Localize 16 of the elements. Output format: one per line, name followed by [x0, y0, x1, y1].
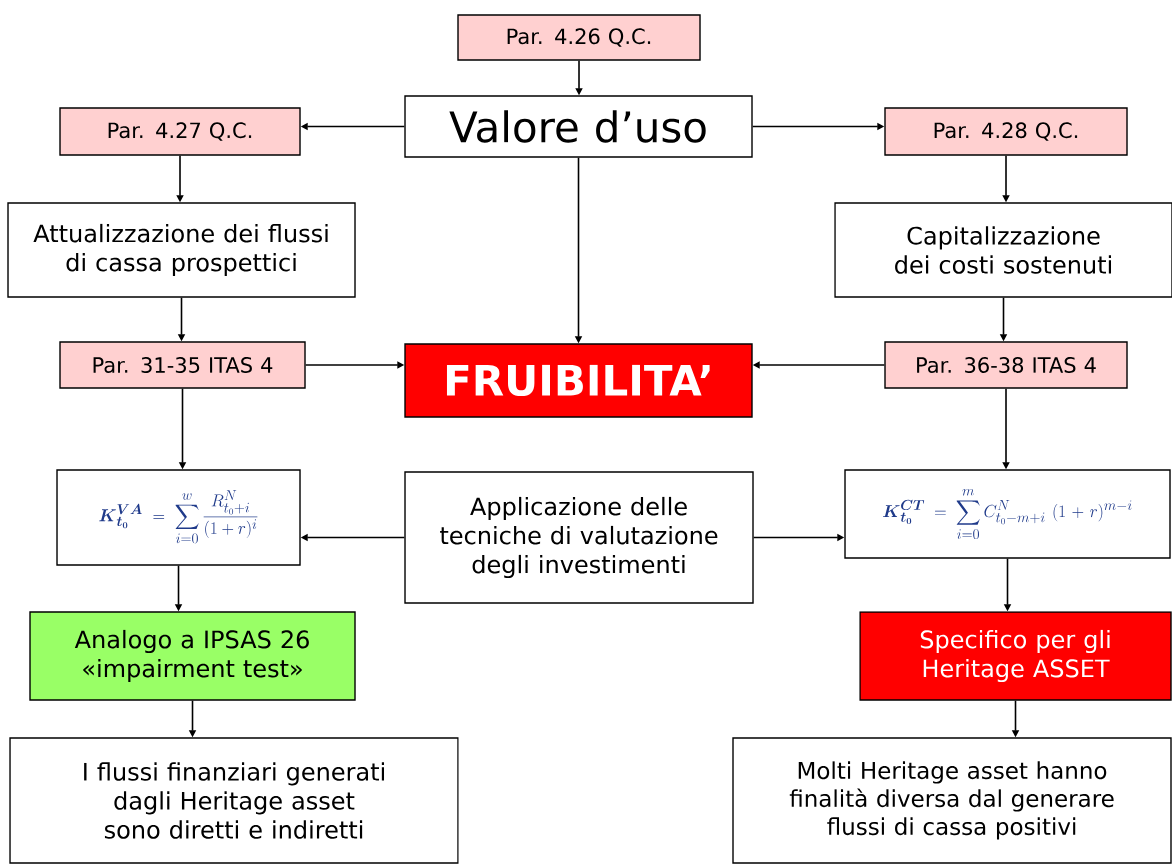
process-box: Capitalizzazione dei costi sostenuti — [834, 202, 1172, 298]
process-box: Applicazione delle tecniche di valutazione degli investimenti — [404, 471, 754, 604]
cell-box: Par. 36-38 ITAS 4 — [884, 341, 1128, 389]
process-box: Molti Heritage asset hanno finalità diversa dal generare flussi di cassa positivi — [732, 737, 1172, 864]
formula-box: $\boldsymbol{K}_{\boldsymbol{t_0}}^{\boldsymbol{VA}} = \sum_{i=0}^{w} \frac{R_{t_0+i}^{N}}{(1+r)^{i}}$ — [56, 469, 301, 566]
cell-box: Par. 4.28 Q.C. — [884, 107, 1128, 156]
process-box: Attualizzazione dei flussi di cassa prospettici — [7, 202, 356, 298]
cell-box: Par. 4.27 Q.C. — [59, 107, 301, 156]
formula-box: $\boldsymbol{K}_{\boldsymbol{t_0}}^{\boldsymbol{CT}} = \sum_{i=0}^{m} C_{t_0-m+i}^{N}\ (1+r)^{m-i}$ — [844, 469, 1171, 559]
process-box: I flussi finanziari generati dagli Heritage asset sono diretti e indiretti — [9, 737, 459, 864]
highlight-box: FRUIBILITA’ — [404, 343, 753, 418]
process-box: Valore d’uso — [404, 95, 753, 158]
process-box: Analogo a IPSAS 26 «impairment test» — [29, 611, 356, 701]
cell-box: Par. 31-35 ITAS 4 — [59, 341, 306, 389]
process-box: Specifico per gli Heritage ASSET — [859, 611, 1172, 701]
cell-box: Par. 4.26 Q.C. — [457, 14, 701, 61]
